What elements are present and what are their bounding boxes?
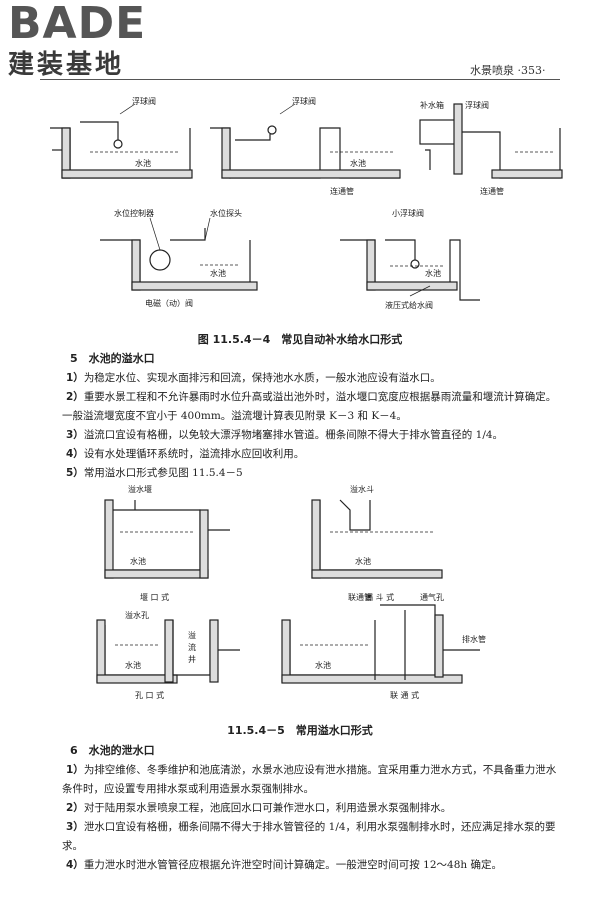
- diagram-makeup-tank: [419, 103, 563, 179]
- label-small-float-valve: 小浮球阀: [392, 208, 424, 218]
- label-pool-2: 水池: [355, 556, 371, 566]
- item-text: 溢流口宜设有格栅，以免较大漂浮物堵塞排水管道。栅条间隙不得大于排水管直径的 1/…: [83, 429, 504, 441]
- item-text: 重力泄水时泄水管管径应根据允许泄空时间计算确定。一般泄空时间可按 12～48h …: [83, 859, 502, 871]
- section-5-title: 5 水池的溢水口: [70, 352, 155, 365]
- label-float-valve-2: 浮球阀: [292, 96, 316, 106]
- running-header: 水景喷泉 ·353·: [470, 62, 546, 78]
- section-5-item-4: 4）设有水处理循环系统时，溢流排水应回收利用。: [62, 445, 558, 464]
- item-text: 对于陆用泵水景喷泉工程，池底回水口可兼作泄水口，利用造景水泵强制排水。: [83, 802, 452, 814]
- caption-orifice-type: 孔 口 式: [135, 690, 164, 700]
- label-well-char-1: 溢: [188, 630, 196, 640]
- label-pool-3: 水池: [210, 268, 226, 278]
- item-text: 常用溢水口形式参见图 11.5.4－5: [83, 467, 243, 479]
- item-number: 2）: [66, 391, 84, 403]
- item-number: 2）: [66, 802, 84, 814]
- item-number: 3）: [66, 821, 84, 833]
- page-number: ·353·: [517, 64, 546, 77]
- item-number: 1）: [66, 372, 84, 384]
- label-pool-4: 水池: [425, 268, 441, 278]
- label-float-valve-3: 浮球阀: [465, 100, 489, 110]
- item-text: 泄水口宜设有格栅，栅条间隔不得大于排水管管径的 1/4，利用水泵强制排水时，还应…: [62, 821, 556, 852]
- section-5-item-5: 5）常用溢水口形式参见图 11.5.4－5: [62, 464, 558, 483]
- item-text: 重要水景工程和不允许暴雨时水位升高或溢出池外时，溢水堰口宽度应根据暴雨流量和堰流…: [62, 391, 557, 422]
- label-connector-pipe: 联通管: [348, 592, 372, 602]
- caption-connector-type: 联 通 式: [390, 690, 419, 700]
- section-6-item-3: 3）泄水口宜设有格栅，栅条间隔不得大于排水管管径的 1/4，利用水泵强制排水时，…: [62, 818, 558, 856]
- diagram-level-controller: [100, 217, 258, 291]
- item-text: 为排空维修、冬季维护和池底清淤，水景水池应设有泄水措施。宜采用重力泄水方式，不具…: [62, 764, 557, 795]
- site-logo: BADE 建装基地: [0, 0, 186, 86]
- figure-overflow-outlets: 溢水堰 水池 堰 口 式 溢水斗 水池 漏 斗 式 溢水孔 溢 流 井 水池 孔…: [96, 484, 486, 700]
- logo-wordmark: BADE: [8, 0, 147, 49]
- logo-subtitle: 建装基地: [8, 50, 125, 80]
- label-pool-1: 水池: [130, 556, 146, 566]
- label-level-probe: 水位探头: [210, 208, 242, 218]
- label-makeup-tank: 补水箱: [420, 100, 444, 110]
- figure-1-caption: 图 11.5.4－4 常见自动补水给水口形式: [197, 333, 403, 346]
- label-pool-2: 水池: [350, 158, 366, 168]
- diagram-connector-type: [281, 604, 480, 684]
- label-funnel: 溢水斗: [350, 484, 374, 494]
- section-5-item-2: 2）重要水景工程和不允许暴雨时水位升高或溢出池外时，溢水堰口宽度应根据暴雨流量和…: [62, 388, 558, 426]
- label-weir: 溢水堰: [128, 484, 152, 494]
- section-5-item-3: 3）溢流口宜设有格栅，以免较大漂浮物堵塞排水管道。栅条间隙不得大于排水管直径的 …: [62, 426, 558, 445]
- book-title: 水景喷泉: [470, 64, 514, 77]
- diagram-float-valve-1: [50, 103, 193, 179]
- label-vent: 通气孔: [420, 592, 444, 602]
- item-number: 4）: [66, 448, 84, 460]
- label-drain-pipe: 排水管: [462, 634, 486, 644]
- item-number: 3）: [66, 429, 84, 441]
- section-6-title: 6 水池的泄水口: [70, 744, 155, 757]
- label-solenoid-valve: 电磁（动）阀: [145, 298, 193, 308]
- label-pool-1: 水池: [135, 158, 151, 168]
- diagram-weir-type: [104, 499, 230, 579]
- label-overflow-hole: 溢水孔: [125, 610, 149, 620]
- label-float-valve-1: 浮球阀: [132, 96, 156, 106]
- label-pool-3: 水池: [125, 660, 141, 670]
- header-rule: [40, 79, 560, 80]
- section-6-item-4: 4）重力泄水时泄水管管径应根据允许泄空时间计算确定。一般泄空时间可按 12～48…: [62, 856, 558, 875]
- label-connector-1: 连通管: [330, 186, 354, 196]
- figure-makeup-water-inlets: 浮球阀 水池 浮球阀 水池 连通管 补水箱 浮球阀 连通管 水位控制器 水位探头…: [50, 96, 563, 310]
- figure-2-caption: 11.5.4－5 常用溢水口形式: [227, 724, 373, 737]
- caption-weir-type: 堰 口 式: [140, 592, 169, 602]
- label-well-char-2: 流: [188, 642, 196, 652]
- label-well-char-3: 井: [188, 654, 196, 664]
- item-number: 1）: [66, 764, 84, 776]
- caption-funnel-type: 漏 斗 式: [365, 592, 394, 602]
- item-text: 设有水处理循环系统时，溢流排水应回收利用。: [83, 448, 305, 460]
- label-connector-2: 连通管: [480, 186, 504, 196]
- diagram-orifice-type: [96, 619, 240, 684]
- item-text: 为稳定水位、实现水面排污和回流，保持池水水质，一般水池应设有溢水口。: [83, 372, 441, 384]
- section-5-item-1: 1）为稳定水位、实现水面排污和回流，保持池水水质，一般水池应设有溢水口。: [62, 369, 558, 388]
- section-6-item-1: 1）为排空维修、冬季维护和池底清淤，水景水池应设有泄水措施。宜采用重力泄水方式，…: [62, 761, 558, 799]
- section-6-item-2: 2）对于陆用泵水景喷泉工程，池底回水口可兼作泄水口，利用造景水泵强制排水。: [62, 799, 558, 818]
- label-hydraulic-valve: 液压式给水阀: [385, 300, 433, 310]
- item-number: 5）: [66, 467, 84, 479]
- item-number: 4）: [66, 859, 84, 871]
- label-pool-4: 水池: [315, 660, 331, 670]
- diagram-float-valve-2: [210, 103, 401, 179]
- diagram-small-float-valve: [340, 239, 480, 301]
- diagram-funnel-type: [311, 499, 443, 579]
- label-level-controller: 水位控制器: [114, 208, 154, 218]
